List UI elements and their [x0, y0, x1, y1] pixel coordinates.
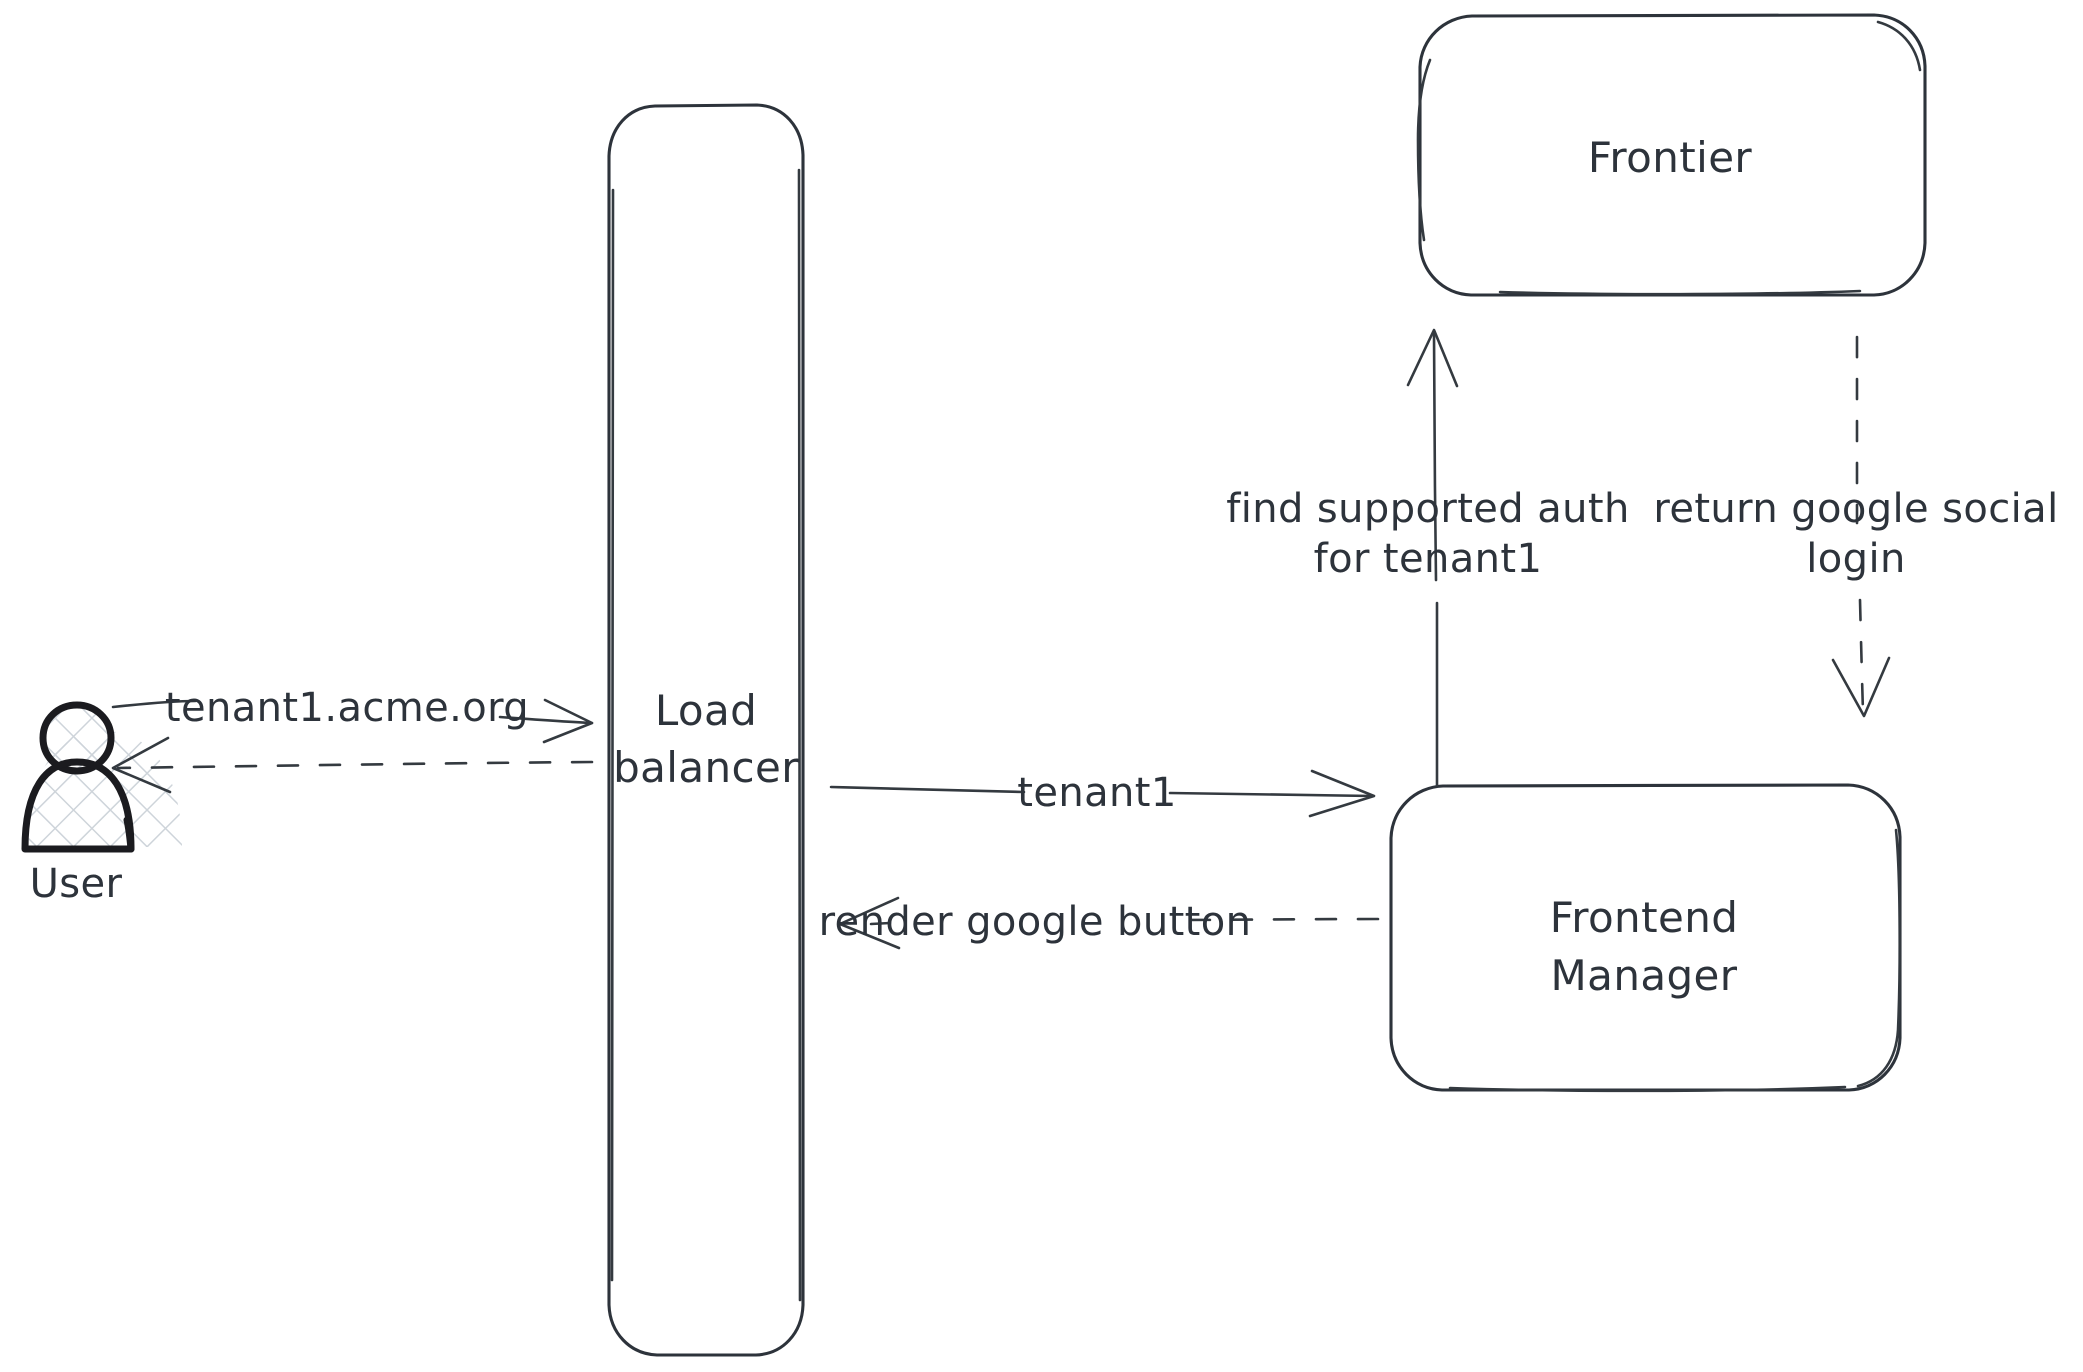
- user-head-fill: [44, 705, 110, 771]
- edge-arrowhead-left-4: [838, 896, 901, 950]
- edge-line-6b: [1858, 598, 1865, 714]
- edge-arrowhead-right-1: [542, 698, 594, 744]
- user-body-accent: [123, 816, 135, 853]
- edge-line-1b: [498, 715, 594, 725]
- edge-label-tenant1: tenant1: [1017, 770, 1176, 816]
- load-balancer-shape: [607, 103, 805, 1357]
- edge-line-3a: [829, 785, 1026, 794]
- frontend-manager-label-line1: Frontend: [1550, 893, 1739, 942]
- edge-tenant1-acme-org[interactable]: [111, 698, 594, 744]
- edge-arrowhead-down-6: [1831, 656, 1891, 718]
- user-body-icon: [21, 758, 135, 853]
- edge-render-google-button[interactable]: [838, 896, 1380, 950]
- edge-label-return-google-social-line2: login: [1806, 536, 1905, 582]
- edge-arrowhead-right-3: [1308, 769, 1376, 818]
- edge-label-find-supported-auth-line1: find supported auth: [1226, 486, 1629, 532]
- node-load-balancer[interactable]: [607, 103, 805, 1357]
- load-balancer-sketch-edge: [610, 168, 802, 1302]
- edge-arrowhead-left-2: [111, 736, 172, 794]
- frontend-manager-shape: [1389, 783, 1902, 1092]
- node-frontier[interactable]: [1416, 13, 1927, 297]
- edge-line-2: [116, 760, 594, 770]
- edge-line-1: [111, 699, 197, 709]
- edge-find-supported-auth[interactable]: [1406, 328, 1459, 787]
- edge-user-response[interactable]: [111, 736, 594, 794]
- node-frontend-manager[interactable]: [1389, 783, 1902, 1093]
- edge-return-google-social-login[interactable]: [1831, 335, 1891, 718]
- edge-label-render-google-button: render google button: [819, 899, 1252, 945]
- node-user[interactable]: [21, 701, 182, 853]
- frontend-manager-sketch-edge: [1448, 828, 1902, 1093]
- edge-label-tenant1-acme-org: tenant1.acme.org: [165, 685, 529, 731]
- frontier-shape: [1418, 13, 1927, 297]
- frontier-label: Frontier: [1588, 133, 1753, 182]
- user-label: User: [30, 861, 123, 907]
- edge-label-find-supported-auth-line2: for tenant1: [1314, 536, 1543, 582]
- edge-line-5a: [1432, 332, 1438, 582]
- edge-line-3b: [1168, 791, 1374, 798]
- load-balancer-label-line2: balancer: [613, 743, 799, 792]
- frontier-sketch-edge: [1416, 20, 1922, 296]
- edge-label-return-google-social-line1: return google social: [1653, 486, 2058, 532]
- edge-tenant1[interactable]: [829, 769, 1376, 818]
- edge-line-4b: [869, 921, 892, 926]
- load-balancer-label-line1: Load: [655, 686, 757, 735]
- edge-arrowhead-up-5: [1406, 328, 1459, 388]
- frontend-manager-label-line2: Manager: [1551, 951, 1738, 1000]
- edge-line-4: [1180, 917, 1380, 922]
- user-head-icon: [39, 701, 115, 775]
